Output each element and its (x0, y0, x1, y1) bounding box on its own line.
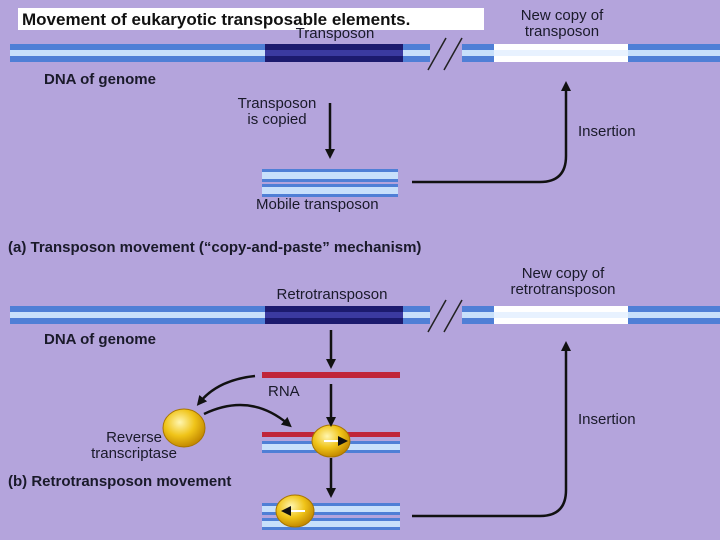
new-copy-label-a: New copy of transposon (520, 7, 604, 40)
rna-to-enzyme-arrow (196, 374, 256, 406)
retrotransposon-label: Retrotransposon (276, 286, 388, 303)
break-mark-b (427, 299, 463, 333)
mobile-transposon-label: Mobile transposon (256, 196, 379, 213)
rna-label: RNA (268, 383, 300, 400)
retrotransposon-segment-core (265, 312, 403, 318)
break-mark-a (427, 37, 463, 71)
rna-strand (262, 372, 400, 378)
insertion-label-a: Insertion (578, 123, 636, 140)
caption-a: (a) Transposon movement (“copy-and-paste… (8, 239, 422, 256)
caption-b: (b) Retrotransposon movement (8, 473, 232, 490)
reverse-transcriptase-enzyme (162, 408, 206, 448)
enzyme-to-hybrid-arrow (203, 403, 292, 428)
mobile-transposon (262, 169, 398, 197)
dna-copy (262, 503, 400, 530)
copied-label: Transposon is copied (237, 95, 317, 128)
insertion-arrow-a (412, 81, 571, 184)
page-title: Movement of eukaryotic transposable elem… (22, 10, 411, 29)
transposon-segment-a-core (265, 50, 403, 56)
insertion-label-b: Insertion (578, 411, 636, 428)
transposon-label: Transposon (295, 25, 375, 42)
new-copy-segment-b-core (494, 312, 628, 318)
title-background (18, 8, 484, 30)
reverse-transcriptase-label: Reverse transcriptase (91, 429, 177, 462)
new-copy-segment-a-core (494, 50, 628, 56)
new-copy-label-b: New copy of retrotransposon (510, 265, 616, 298)
genome-label-a: DNA of genome (44, 71, 156, 88)
genome-label-b: DNA of genome (44, 331, 156, 348)
insertion-arrow-b (412, 341, 571, 518)
